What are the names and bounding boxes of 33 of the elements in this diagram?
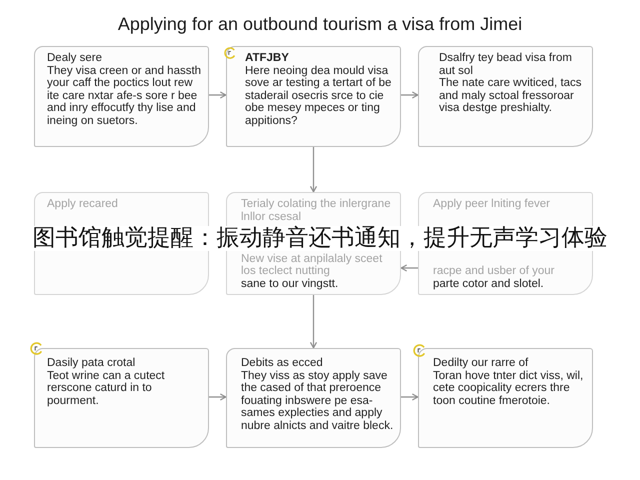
step-description: parte cotor and slotel. <box>433 278 544 290</box>
step-description: Here neoing dea mould visa sove ar testing a tertart of be staderail osecris srce to cie obe mesey mpeces or ting appitions? <box>245 64 392 127</box>
step-description: They visa creen or and hassth your caff the poctics lout rew ite care nxtar afe-s sore r bee and inry effocutfy thy lise and ineing on suetors. <box>47 64 202 127</box>
step-heading: Dedilty our rarre of <box>433 357 528 370</box>
arrow <box>310 147 318 192</box>
step-description: sane to our vingstt. <box>241 278 338 290</box>
step-heading: Dsalfry tey bead visa from aut sol <box>439 52 573 77</box>
step-heading: Apply peer lniting fever <box>433 198 550 210</box>
step-box <box>34 46 209 147</box>
step-description: Toran hove tnter dict viss, wil, cete coopicality ecrers thre toon coutine fmerotoie. <box>433 370 584 407</box>
arrow <box>209 393 226 401</box>
step-description: Teot wrine can a cutect rerscone caturd in to pourment. <box>47 370 166 407</box>
step-box <box>418 46 593 147</box>
arrow <box>310 295 318 348</box>
step-heading: Debits as ecced <box>241 357 323 370</box>
arrow <box>400 264 418 272</box>
step-box <box>226 46 401 147</box>
step-heading: Dealy sere <box>47 52 102 64</box>
step-description: The nate care wviticed, tacs and maly sctoal fressoroar visa destge preshialty. <box>439 77 583 114</box>
step-heading: ATFJBY <box>245 52 289 64</box>
step-heading: Terialy colating the inlergrane lnllor csesal <box>241 198 392 223</box>
step-box <box>34 348 209 448</box>
step-box <box>418 348 593 448</box>
step-description: racpe and usber of your <box>433 265 554 278</box>
step-heading: Apply recared <box>47 198 118 210</box>
arrow <box>401 393 418 401</box>
step-description: New vise at anpilalaly sceet los teclect nutting <box>241 252 384 278</box>
step-description: They viss as stoy apply save the cased of that preroence fouating inbswere pe esa-sames explecties and apply nubre alnicts and vaitre bleck. <box>241 370 394 432</box>
arrow <box>401 91 418 99</box>
diagram-title: Applying for an outbound tourism a visa from Jimei <box>118 13 522 35</box>
arrow <box>209 91 226 99</box>
step-box <box>226 348 401 448</box>
step-heading: Dasily pata crotal <box>47 357 136 370</box>
